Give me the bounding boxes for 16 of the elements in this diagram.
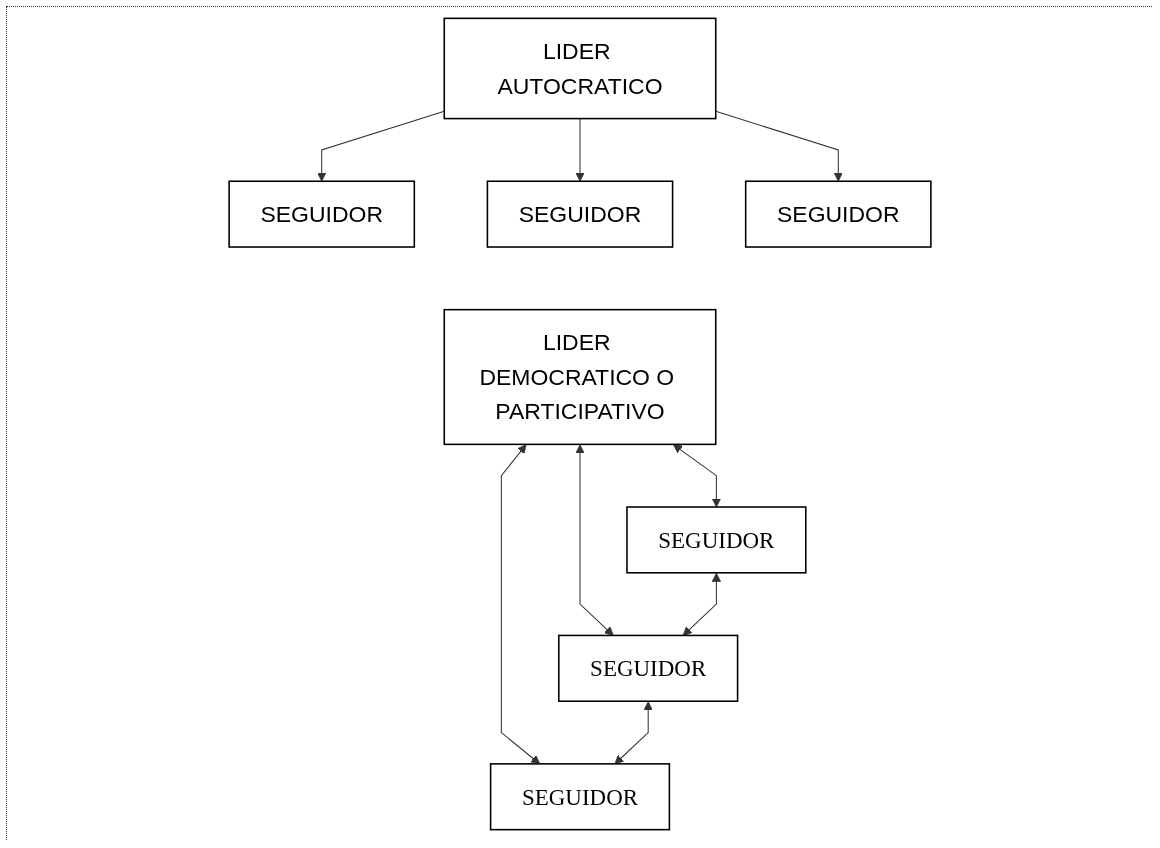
node-box: SEGUIDOR: [486, 180, 674, 248]
node-box: SEGUIDOR: [626, 506, 807, 574]
arrow: [614, 701, 653, 765]
arrow: [575, 118, 585, 182]
node-box: SEGUIDOR: [228, 180, 416, 248]
arrow: [715, 110, 843, 182]
node-box: SEGUIDOR: [489, 763, 671, 831]
node-box: SEGUIDOR: [744, 180, 932, 248]
arrow: [673, 444, 721, 508]
arrow: [500, 444, 541, 765]
arrow: [682, 572, 721, 636]
node-box: SEGUIDOR: [558, 634, 739, 702]
node-box: LIDER DEMOCRATICO O PARTICIPATIVO: [443, 308, 717, 446]
arrow: [575, 444, 614, 636]
arrow: [317, 110, 445, 182]
node-box: LIDER AUTOCRATICO: [443, 17, 717, 120]
